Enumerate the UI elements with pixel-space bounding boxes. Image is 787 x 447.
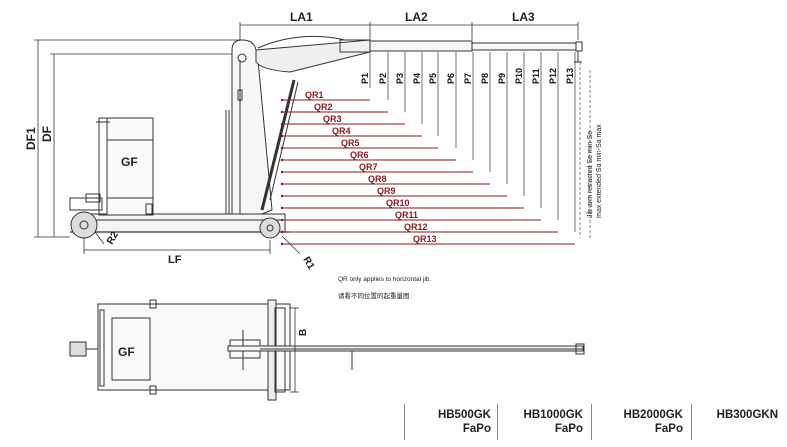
model-separator: [691, 404, 692, 440]
gf-top-label: GF: [118, 345, 135, 359]
p-position-lines: P1 P2 P3 P4 P5 P6 P7 P8 P9 P10 P11 P12 P13: [360, 52, 576, 232]
la-dimensions: [239, 22, 579, 40]
side-front-wheel: [259, 217, 281, 239]
qr-label: QR7: [359, 162, 378, 172]
p-label: P3: [395, 73, 405, 84]
qr-anchor: [280, 170, 284, 174]
lf-dimension: [83, 231, 301, 255]
model-separator: [497, 404, 498, 440]
model-line1: HB1000GK: [523, 409, 583, 421]
dim-la3: LA3: [512, 10, 535, 24]
qr-label: QR11: [395, 210, 418, 220]
dim-la1: LA1: [290, 10, 313, 24]
qr-anchor: [280, 182, 284, 186]
qr-label: QR1: [305, 90, 324, 100]
dim-df1: DF1: [24, 127, 38, 150]
qr-label: QR9: [377, 186, 396, 196]
p-label: P9: [497, 73, 507, 84]
qr-anchor: [280, 146, 284, 150]
model-line1: HB300GKN: [716, 409, 778, 421]
cn-note: 请看不同位置的起重量图: [338, 291, 410, 300]
p-label: P11: [531, 68, 541, 84]
qr-label: QR6: [350, 150, 369, 160]
p-label: P1: [360, 73, 370, 84]
dim-lf: LF: [168, 254, 182, 266]
side-jib: [255, 35, 583, 73]
jib-note-line2: max extended Sa min-Sa max: [596, 124, 603, 218]
qr-lines: QR1QR2QR3QR4QR5QR6QR7QR8QR9QR10QR11QR12Q…: [280, 90, 575, 246]
qr-label: QR10: [386, 198, 410, 208]
model-line2: FaPo: [462, 423, 491, 435]
model-line2: FaPo: [654, 423, 683, 435]
qr-anchor: [280, 122, 284, 126]
qr-anchor: [280, 194, 284, 198]
model-hb300gkn: HB300GKN: [692, 404, 782, 440]
p-label: P10: [514, 68, 524, 84]
model-separator: [591, 404, 592, 440]
model-hb2000gk: HB2000GK FaPo: [592, 404, 687, 440]
qr-label: QR12: [404, 222, 428, 232]
qr-label: QR8: [368, 174, 387, 184]
dim-b: B: [298, 329, 309, 336]
qr-label: QR2: [314, 102, 333, 112]
side-mast: [225, 39, 299, 215]
p-label: P2: [378, 73, 388, 84]
dim-r1: R1: [300, 255, 316, 272]
p-label: P4: [412, 73, 422, 84]
qr-label: QR3: [323, 114, 342, 124]
qr-anchor: [280, 242, 284, 246]
qr-label: QR13: [413, 234, 437, 244]
qr-anchor: [280, 110, 284, 114]
qr-label: QR4: [332, 126, 351, 136]
qr-anchor: [280, 158, 284, 162]
p-label: P6: [446, 73, 456, 84]
qr-anchor: [280, 218, 284, 222]
p-label: P7: [463, 73, 473, 84]
side-base-frame: [70, 213, 290, 233]
jib-note-line1: Jib arm retracted Se min-Se: [587, 131, 594, 218]
qr-anchor: [280, 134, 284, 138]
qr-anchor: [280, 230, 284, 234]
model-hb1000gk: HB1000GK FaPo: [498, 404, 587, 440]
model-line2: FaPo: [554, 423, 583, 435]
p-label: P5: [428, 73, 438, 84]
model-line1: HB2000GK: [623, 409, 683, 421]
df-dimensions: [34, 39, 240, 238]
model-line1: HB500GK: [437, 409, 491, 421]
dim-la2: LA2: [405, 10, 428, 24]
jib-range-lines: [579, 62, 591, 238]
dim-df: DF: [40, 126, 54, 142]
qr-anchor: [280, 98, 284, 102]
qr-note: QR only applies to horizontal jib.: [338, 276, 431, 283]
p-label: P8: [480, 73, 490, 84]
p-label: P13: [565, 68, 575, 84]
model-hb500gk: HB500GK FaPo: [405, 404, 495, 440]
top-view: [69, 299, 585, 401]
model-separator: [404, 404, 405, 440]
qr-anchor: [280, 206, 284, 210]
side-counterweight: [96, 117, 154, 216]
qr-label: QR5: [341, 138, 360, 148]
p-label: P12: [548, 68, 558, 84]
gf-side-label: GF: [121, 155, 138, 169]
